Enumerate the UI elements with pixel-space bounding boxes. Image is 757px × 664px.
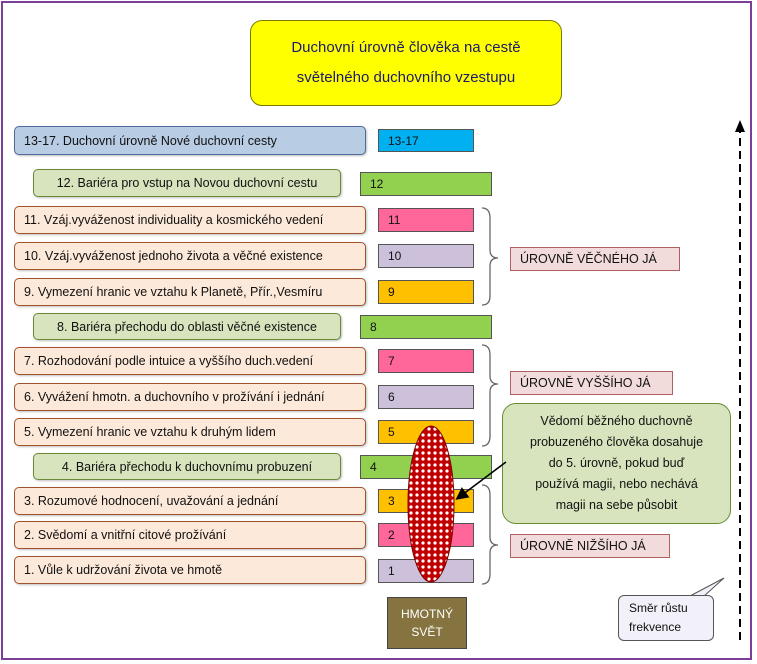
- bar-7: 7: [378, 349, 474, 373]
- callout-line-1: Směr růstu: [629, 601, 688, 615]
- level-8-barrier: 8. Bariéra přechodu do oblasti věčné exi…: [33, 313, 341, 340]
- level-2: 2. Svědomí a vnitřní citové prožívání: [14, 521, 366, 549]
- brace-eternal: [481, 207, 499, 306]
- world-line-2: SVĚT: [411, 625, 443, 639]
- level-7: 7. Rozhodování podle intuice a vyššího d…: [14, 347, 366, 375]
- frequency-callout: Směr růstu frekvence: [618, 595, 714, 641]
- level-3: 3. Rozumové hodnocení, uvažování a jedná…: [14, 487, 366, 515]
- callout-line-2: frekvence: [629, 620, 682, 634]
- note-line-2: probuzeného člověka dosahuje: [529, 435, 704, 449]
- group-eternal-self: ÚROVNĚ VĚČNÉHO JÁ: [510, 247, 680, 271]
- bar-9: 9: [378, 280, 474, 304]
- bar-13-17: 13-17: [378, 129, 474, 152]
- level-4-barrier: 4. Bariéra přechodu k duchovnímu probuze…: [33, 453, 341, 480]
- note-line-5: magii na sebe působit: [555, 498, 678, 512]
- note-line-1: Vědomí běžného duchovně: [540, 414, 693, 428]
- level-1: 1. Vůle k udržování života ve hmotě: [14, 556, 366, 584]
- note-line-4: používá magii, nebo nechává: [535, 477, 698, 491]
- level-5: 5. Vymezení hranic ve vztahu k druhým li…: [14, 418, 366, 446]
- bar-6: 6: [378, 385, 474, 409]
- world-line-1: HMOTNÝ: [401, 607, 453, 621]
- diagram-title: Duchovní úrovně člověka na cestě světeln…: [250, 20, 562, 106]
- title-line-2: světelného duchovního vzestupu: [296, 69, 516, 86]
- consciousness-note: Vědomí běžného duchovně probuzeného člov…: [502, 403, 731, 524]
- level-6: 6. Vyvážení hmotn. a duchovního v prožív…: [14, 383, 366, 411]
- material-world-box: HMOTNÝ SVĚT: [387, 597, 467, 649]
- dashed-up-arrow-icon: [735, 120, 745, 640]
- title-line-1: Duchovní úrovně člověka na cestě: [291, 39, 521, 56]
- group-lower-self: ÚROVNĚ NIŽŠÍHO JÁ: [510, 534, 670, 558]
- level-12-barrier: 12. Bariéra pro vstup na Novou duchovní …: [33, 169, 341, 197]
- level-9: 9. Vymezení hranic ve vztahu k Planetě, …: [14, 278, 366, 306]
- group-higher-self: ÚROVNĚ VYŠŠÍHO JÁ: [510, 371, 673, 395]
- bar-10: 10: [378, 244, 474, 268]
- level-11: 11. Vzáj.vyváženost individuality a kosm…: [14, 206, 366, 234]
- pointer-arrow-icon: [455, 461, 507, 500]
- level-13-17: 13-17. Duchovní úrovně Nové duchovní ces…: [14, 126, 366, 155]
- brace-lower: [481, 484, 499, 585]
- bar-12: 12: [360, 172, 492, 196]
- consciousness-ellipse-icon: [407, 425, 455, 583]
- note-line-3: do 5. úrovně, pokud buď: [548, 456, 685, 470]
- brace-higher: [481, 344, 499, 447]
- level-10: 10. Vzáj.vyváženost jednoho života a věč…: [14, 242, 366, 270]
- bar-8: 8: [360, 315, 492, 339]
- bar-11: 11: [378, 208, 474, 232]
